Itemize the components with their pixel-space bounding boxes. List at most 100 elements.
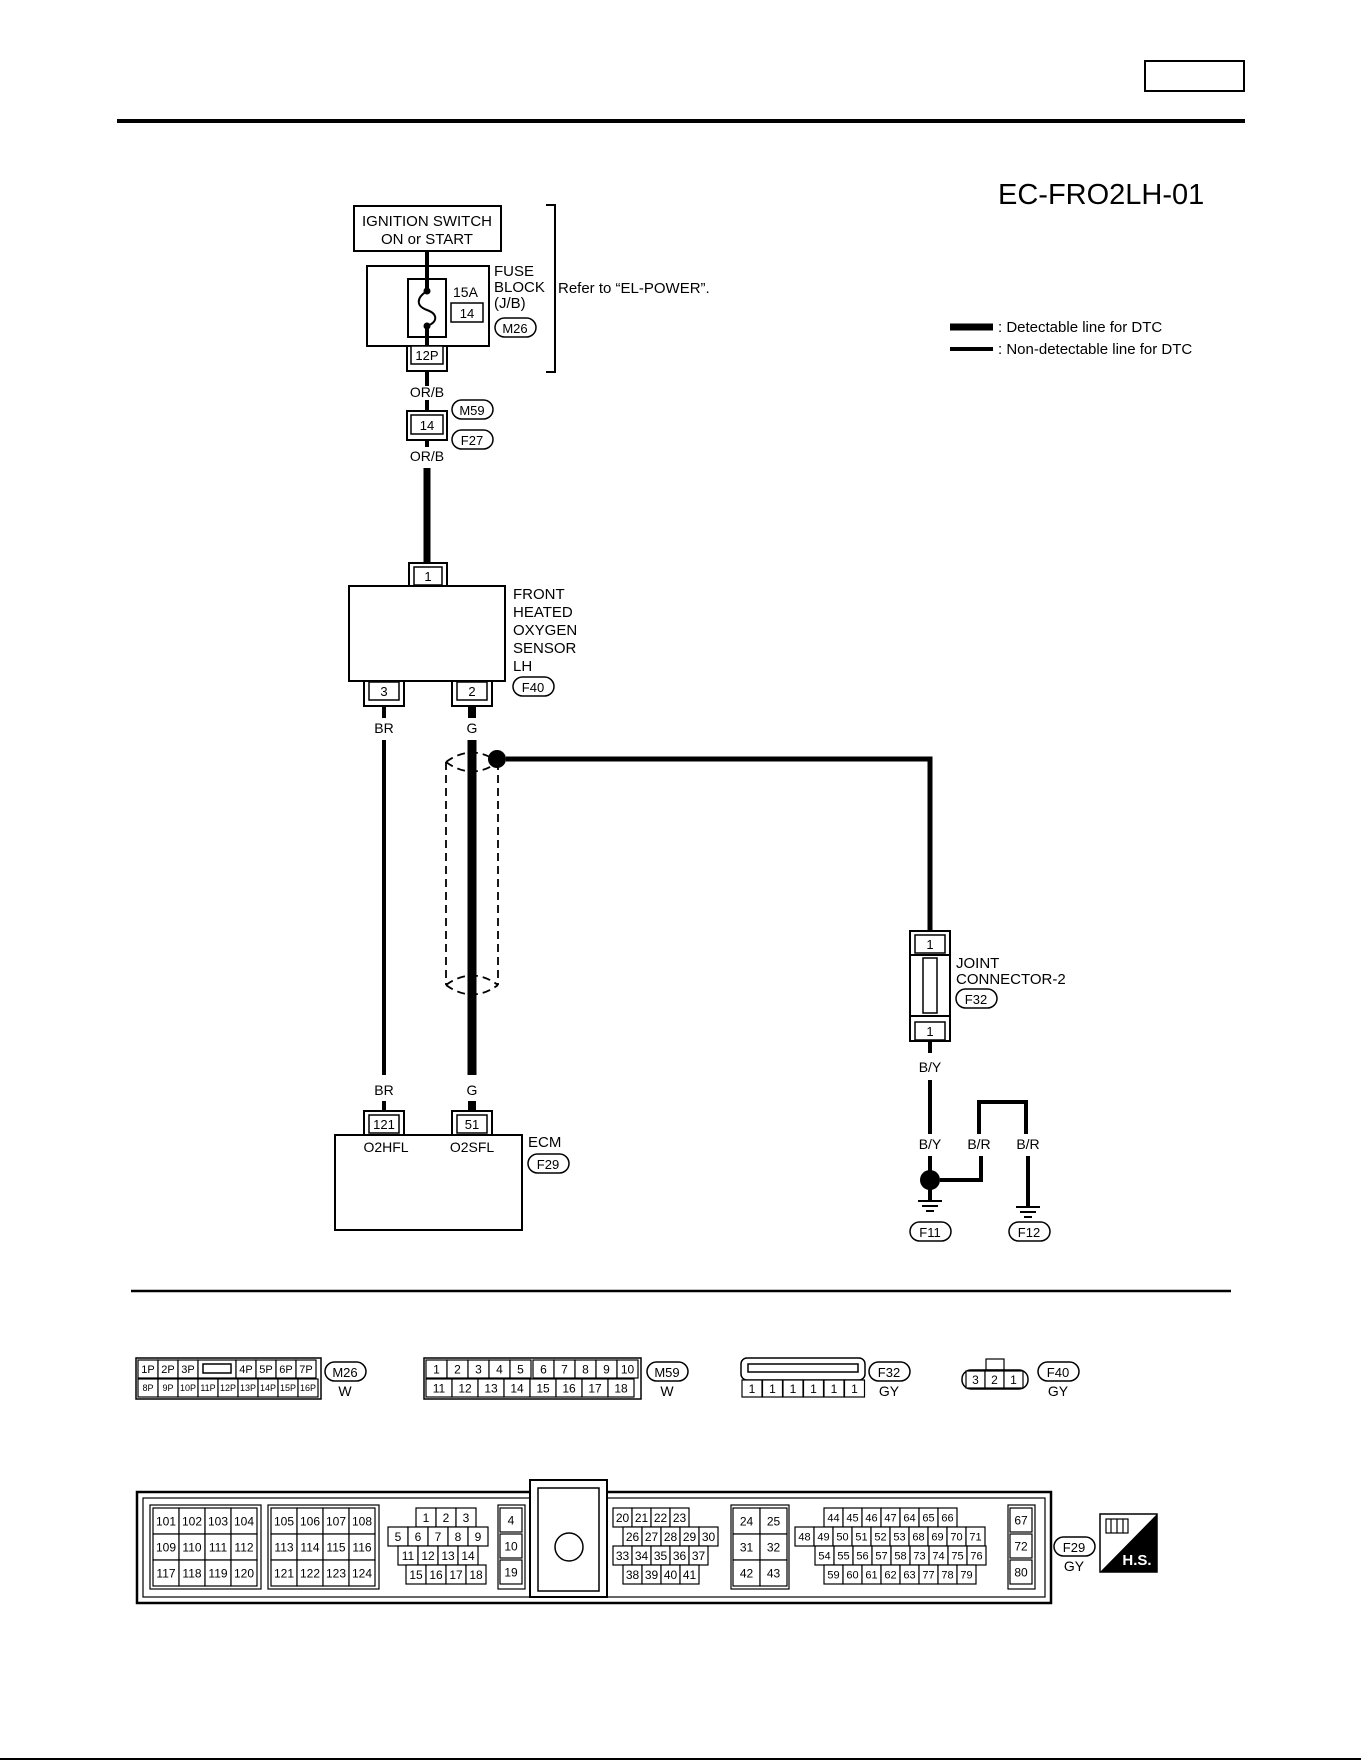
pin-label: 108 (352, 1514, 372, 1528)
ecm-box (334, 1134, 523, 1231)
pin-label: 8P (142, 1383, 153, 1393)
pin-label: 119 (208, 1566, 227, 1580)
pin-label: 60 (846, 1569, 858, 1581)
pin-label: 72 (1014, 1539, 1028, 1553)
pin-label: 16 (562, 1381, 576, 1395)
pin-label: 17 (449, 1568, 463, 1582)
pin-label: 41 (683, 1568, 697, 1582)
pin-label: 9P (162, 1383, 173, 1393)
pin-label: 105 (274, 1514, 294, 1528)
pin-label: 52 (874, 1531, 886, 1543)
f29-pin (499, 1533, 523, 1559)
pin-label: 24 (740, 1514, 754, 1528)
pin-label: 62 (884, 1569, 896, 1581)
sensor-label-4: SENSOR (513, 640, 577, 657)
f29-block-8 (1007, 1504, 1036, 1590)
f29-pin (322, 1559, 350, 1587)
pin-label: 77 (922, 1569, 934, 1581)
pin-label: 4P (239, 1364, 252, 1376)
pin-label: 47 (884, 1512, 896, 1524)
pin-label: 11 (402, 1549, 415, 1563)
fuse-number-box (450, 302, 484, 323)
pin-label: 71 (969, 1531, 981, 1543)
f29-pin (178, 1533, 206, 1561)
joint-label-2: CONNECTOR-2 (956, 971, 1066, 988)
sensor-term2: 2 (468, 684, 475, 699)
pin-label: 32 (767, 1540, 781, 1554)
f29-pin (270, 1559, 298, 1587)
pin-label: 50 (836, 1531, 848, 1543)
terminal-12p: 12P (415, 348, 438, 363)
ecm-pin-o2hfl: O2HFL (363, 1139, 408, 1155)
m26-housing (135, 1357, 322, 1400)
pin-label: 49 (817, 1531, 829, 1543)
legend-detectable-text: : Detectable line for DTC (998, 319, 1162, 336)
sensor-label-1: FRONT (513, 586, 565, 603)
f40-pin (1003, 1370, 1024, 1389)
ground-tag-f11 (909, 1221, 952, 1242)
m26-color: W (338, 1383, 352, 1399)
ground-f11-icon (918, 1200, 942, 1212)
pin-label: 75 (951, 1550, 963, 1562)
ecm-term51: 51 (465, 1117, 479, 1132)
f29-pin (1009, 1507, 1033, 1533)
f29-pin (178, 1507, 206, 1535)
f32-tag (868, 1361, 911, 1382)
f29-pin (178, 1559, 206, 1587)
wire-color-b-r-1: B/R (967, 1136, 990, 1152)
pin-label: 3P (181, 1364, 194, 1376)
pin-label: 9 (603, 1362, 610, 1376)
joint-label-1: JOINT (956, 955, 999, 972)
pin-label: 53 (893, 1531, 905, 1543)
pin-label: 8 (455, 1530, 462, 1544)
joint-term-top-box (914, 934, 946, 954)
fuse-node-top (423, 287, 431, 295)
m59-pin (616, 1359, 639, 1379)
pin-label: 57 (875, 1550, 887, 1562)
pin-label: 56 (856, 1550, 868, 1562)
m59-pin (509, 1359, 532, 1379)
pin-label: 45 (846, 1512, 858, 1524)
joint-term-top: 1 (926, 937, 933, 952)
pin-label: 1 (433, 1362, 440, 1376)
wire-color-b-y-2: B/Y (919, 1136, 942, 1152)
pin-label: 13 (484, 1381, 498, 1395)
f29-pin (230, 1559, 258, 1587)
f29-pin (296, 1533, 324, 1561)
pin-label: 33 (616, 1549, 630, 1563)
pin-label: 38 (626, 1568, 640, 1582)
f29-pin (270, 1533, 298, 1561)
wire-color-b-r-2: B/R (1016, 1136, 1039, 1152)
pin-label: 16P (300, 1383, 316, 1393)
pin-label: 120 (234, 1566, 254, 1580)
pin-label: 34 (635, 1549, 649, 1563)
f29-block-6 (730, 1504, 790, 1590)
connector-tag-f27 (451, 429, 494, 450)
pin-label: 66 (941, 1512, 953, 1524)
f29-tag (1053, 1536, 1096, 1557)
pin-label: 18 (614, 1381, 628, 1395)
f40-color: GY (1048, 1383, 1069, 1399)
f32-housing (740, 1357, 866, 1381)
pin-label: 15 (536, 1381, 550, 1395)
harness-terminal-14: 14 (420, 418, 434, 433)
wire-shield-drain (506, 756, 933, 931)
pin-label: 31 (740, 1540, 754, 1554)
connector-tag-m26-text: M26 (502, 321, 527, 336)
m59-pin (607, 1378, 635, 1398)
pin-label: 102 (182, 1514, 202, 1528)
connector-tag-f32-text: F32 (965, 992, 987, 1007)
m26-lock-tab (202, 1363, 232, 1374)
shield-drain-node (488, 750, 506, 768)
m59-tag-text: M59 (654, 1365, 679, 1380)
pin-label: 39 (645, 1568, 659, 1582)
pin-label: 3 (475, 1362, 482, 1376)
f29-pin (732, 1533, 761, 1561)
ground-f12-icon (1016, 1206, 1040, 1218)
pin-label: 1 (851, 1382, 858, 1396)
ecm-label: ECM (528, 1134, 561, 1151)
wire-br-to-splice (940, 1156, 983, 1182)
hs-badge-text: H.S. (1122, 1552, 1151, 1569)
